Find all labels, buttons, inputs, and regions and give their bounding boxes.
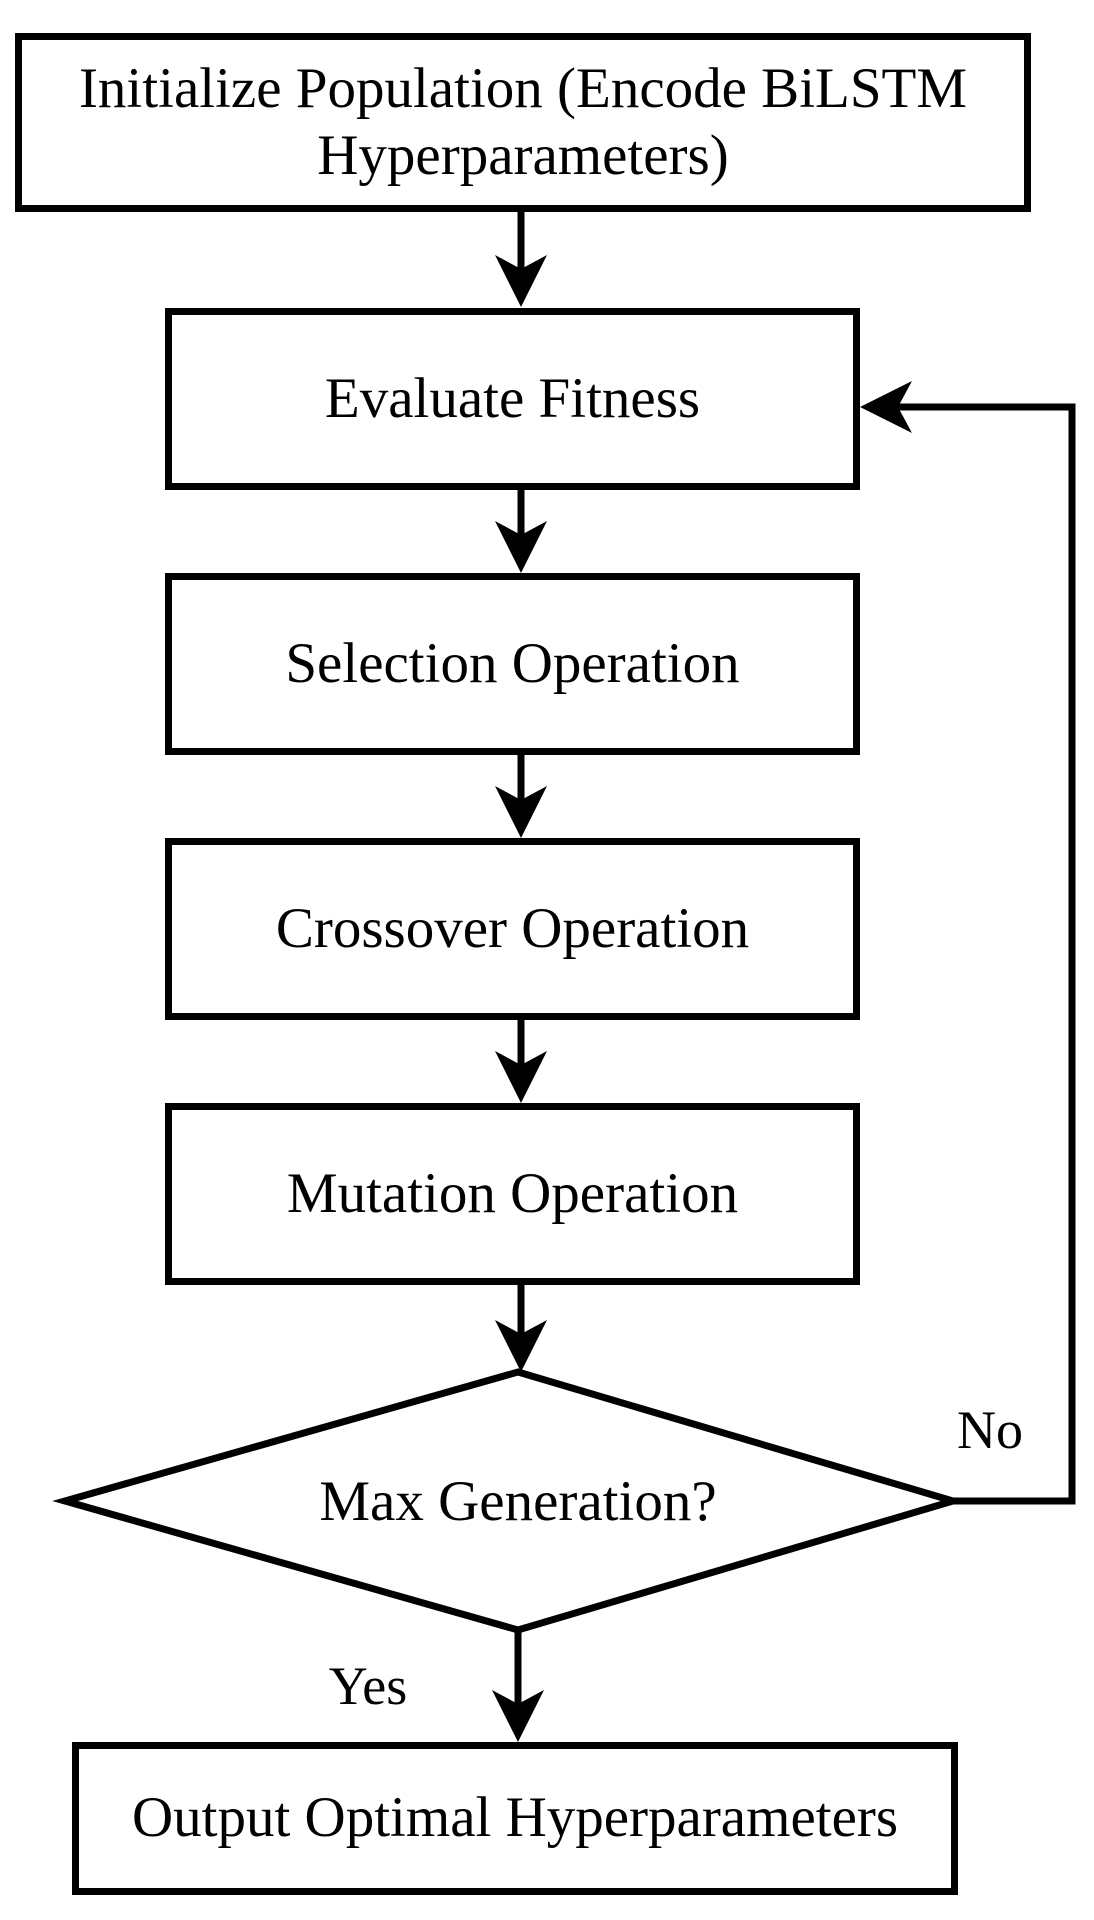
arrow-max-generation-no-to-evaluate: [860, 381, 1076, 1505]
node-output-optimal-hyperparameters: Output Optimal Hyperparameters: [72, 1742, 958, 1895]
node-selection-operation: Selection Operation: [165, 573, 860, 755]
node-selection-operation-label: Selection Operation: [285, 631, 740, 695]
arrow-evaluate-to-selection: [495, 490, 547, 573]
node-initialize-population: Initialize Population (Encode BiLSTM Hyp…: [15, 33, 1031, 212]
edge-label-no: No: [957, 1400, 1023, 1460]
node-crossover-operation: Crossover Operation: [165, 838, 860, 1020]
node-max-generation-label: Max Generation?: [319, 1469, 717, 1533]
node-evaluate-fitness: Evaluate Fitness: [165, 308, 860, 490]
arrow-max-generation-yes-to-output: [492, 1630, 544, 1742]
node-mutation-operation: Mutation Operation: [165, 1103, 860, 1285]
arrow-crossover-to-mutation: [495, 1020, 547, 1103]
arrow-initialize-to-evaluate: [495, 212, 547, 307]
arrow-selection-to-crossover: [495, 755, 547, 838]
node-crossover-operation-label: Crossover Operation: [275, 896, 750, 960]
node-evaluate-fitness-label: Evaluate Fitness: [324, 366, 701, 430]
node-initialize-population-label: Initialize Population (Encode BiLSTM Hyp…: [78, 56, 968, 187]
node-output-optimal-hyperparameters-label: Output Optimal Hyperparameters: [131, 1786, 899, 1850]
arrow-mutation-to-max-generation: [495, 1285, 547, 1372]
edge-label-yes: Yes: [328, 1656, 408, 1716]
node-mutation-operation-label: Mutation Operation: [286, 1161, 739, 1225]
